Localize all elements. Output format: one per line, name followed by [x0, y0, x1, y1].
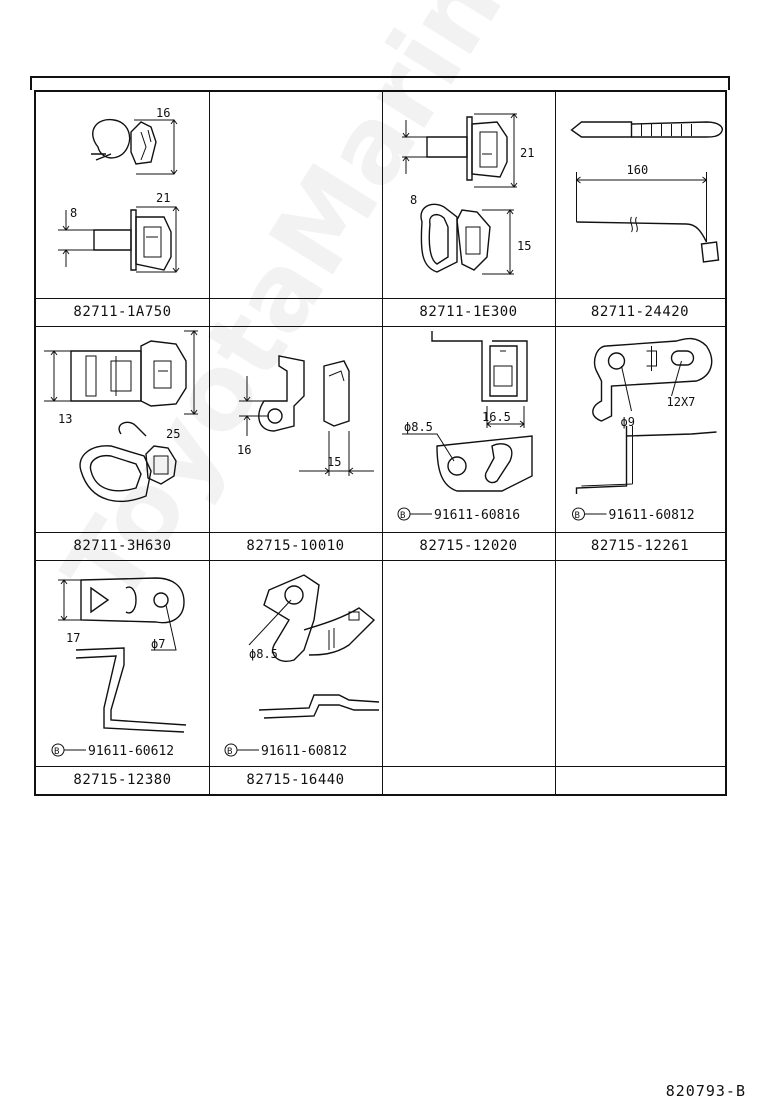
- dimension-label: 16: [156, 106, 170, 120]
- grid-line: [209, 92, 210, 794]
- part-cell-empty: [209, 92, 382, 326]
- dimension-label: ϕ8.5: [249, 647, 278, 661]
- part-cell-82711-24420[interactable]: 160 82711-24420: [555, 92, 725, 326]
- dimension-label: 160: [627, 163, 649, 177]
- clip-drawing: 13 25: [44, 330, 198, 502]
- part-number: 82715-16440: [209, 766, 382, 794]
- part-number: [382, 766, 555, 794]
- bracket-drawing: ϕ8.5 B 91611-60812: [224, 574, 380, 759]
- frame-bracket: [30, 76, 730, 90]
- part-number: 82711-1E300: [382, 298, 555, 326]
- clip-drawing: 21 8 15: [402, 113, 534, 275]
- clip-drawing: 16 21 8: [58, 106, 180, 273]
- bolt-symbol-label: B: [54, 747, 59, 757]
- bolt-symbol-label: B: [227, 747, 232, 757]
- dimension-label: 8: [70, 206, 77, 220]
- dimension-label: 17: [66, 631, 80, 645]
- part-number: 82711-3H630: [36, 532, 209, 560]
- dimension-label: 16: [237, 443, 251, 457]
- dimension-label: 8: [410, 193, 417, 207]
- part-number: 82715-12261: [555, 532, 725, 560]
- grid-line: [36, 560, 725, 561]
- bracket-drawing: 16 15: [237, 355, 374, 476]
- part-number: 82711-1A750: [36, 298, 209, 326]
- bracket-drawing: 17 ϕ7 B 91611-60612: [51, 577, 187, 759]
- dimension-label: ϕ8.5: [404, 420, 433, 434]
- dimension-label: 12X7: [667, 395, 696, 409]
- bracket-drawing: ϕ9 12X7 B 91611-60812: [572, 337, 717, 523]
- part-cell-82715-12380[interactable]: 17 ϕ7 B 91611-60612 82715-12380: [36, 560, 209, 794]
- part-number: [555, 766, 725, 794]
- part-cell-82715-16440[interactable]: ϕ8.5 B 91611-60812 82715-16440: [209, 560, 382, 794]
- dimension-label: 21: [520, 146, 534, 160]
- part-cell-empty: [555, 560, 725, 794]
- part-cell-82711-1E300[interactable]: 21 8 15 82711-1E300: [382, 92, 555, 326]
- dimension-label: ϕ9: [621, 415, 635, 429]
- grid-line: [36, 326, 725, 327]
- part-cell-82711-1A750[interactable]: 16 21 8 82711-1A750: [36, 92, 209, 326]
- diagram-code: 820793-B: [665, 1082, 746, 1100]
- dimension-label: 15: [327, 455, 341, 469]
- grid-line: [382, 92, 383, 794]
- grid-line: [555, 92, 556, 794]
- bolt-symbol-label: B: [575, 511, 580, 521]
- bolt-part-number: 91611-60812: [261, 744, 347, 759]
- dimension-label: 13: [58, 412, 72, 426]
- bolt-part-number: 91611-60816: [434, 508, 520, 523]
- dimension-label: 21: [156, 191, 170, 205]
- bolt-part-number: 91611-60812: [609, 508, 695, 523]
- part-cell-82711-3H630[interactable]: 13 25 82711-3H630: [36, 326, 209, 560]
- part-cell-82715-12261[interactable]: ϕ9 12X7 B 91611-60812 82715-12261: [555, 326, 725, 560]
- part-cell-82715-10010[interactable]: 16 15 82715-10010: [209, 326, 382, 560]
- part-number: 82711-24420: [555, 298, 725, 326]
- part-cell-empty: [382, 560, 555, 794]
- bracket-drawing: 16.5 ϕ8.5 B 91611-60816: [397, 331, 533, 523]
- part-cell-82715-12020[interactable]: 16.5 ϕ8.5 B 91611-60816 82715-12020: [382, 326, 555, 560]
- tie-band-drawing: 160: [570, 121, 723, 263]
- dimension-label: 15: [517, 239, 531, 253]
- part-number: 82715-12380: [36, 766, 209, 794]
- bolt-symbol-label: B: [400, 511, 405, 521]
- part-number: [209, 298, 382, 326]
- parts-table: 16 21 8 82711-1A750 21 8: [34, 90, 727, 796]
- part-number: 82715-10010: [209, 532, 382, 560]
- part-number: 82715-12020: [382, 532, 555, 560]
- dimension-label: 16.5: [482, 410, 511, 424]
- bolt-part-number: 91611-60612: [88, 744, 174, 759]
- dimension-label: ϕ7: [151, 637, 165, 651]
- dimension-label: 25: [166, 427, 180, 441]
